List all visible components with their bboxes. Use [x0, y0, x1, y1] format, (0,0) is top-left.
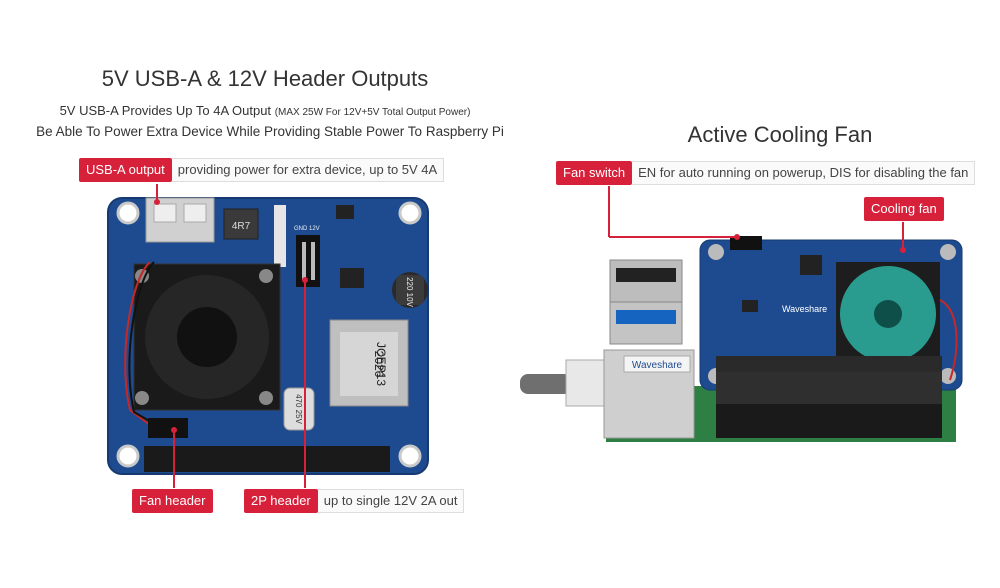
leader-lines	[154, 184, 906, 488]
inductor-label: 4R7	[232, 221, 251, 232]
callout-fan-header: Fan header	[132, 489, 213, 513]
callout-cooling-fan: Cooling fan	[864, 197, 944, 221]
callout-usb-a: USB-A output providing power for extra d…	[79, 158, 445, 182]
right-heading: Active Cooling Fan	[687, 122, 873, 147]
big-cap-label: 470 25V	[294, 394, 303, 424]
usb-a-tag: USB-A output	[79, 158, 172, 182]
callout-2p-header: 2P header up to single 12V 2A out	[244, 489, 465, 513]
left-heading: 5V USB-A & 12V Header Outputs	[101, 66, 429, 91]
left-subtitle-line2: Be Able To Power Extra Device While Prov…	[36, 124, 504, 139]
small-cap-label: 220 10V	[405, 277, 414, 307]
left-subtitle-small: (MAX 25W For 12V+5V Total Output Power)	[274, 107, 471, 118]
left-subtitle: 5V USB-A Provides Up To 4A Output (MAX 2…	[0, 103, 530, 118]
2p-header-desc: up to single 12V 2A out	[317, 489, 465, 513]
cooling-fan-tag: Cooling fan	[864, 197, 944, 221]
fan-header-tag: Fan header	[132, 489, 213, 513]
transformer-code: 2026	[372, 351, 386, 378]
fan-switch-desc: EN for auto running on powerup, DIS for …	[632, 161, 976, 185]
right-pi-assembly: Waveshare Waveshare	[520, 236, 963, 442]
transformer-model: JCEP13	[374, 342, 388, 386]
gnd-12v-label: GND 12V	[294, 226, 320, 232]
left-pcb-board: 4R7 GND 12V 220 10V 2026 JCEP13 470 25V	[107, 197, 429, 475]
usb-a-desc: providing power for extra device, up to …	[171, 158, 445, 182]
rj45-brand-label: Waveshare	[632, 360, 683, 371]
2p-header-tag: 2P header	[244, 489, 318, 513]
left-subtitle-main: 5V USB-A Provides Up To 4A Output	[59, 103, 272, 118]
callout-fan-switch: Fan switch EN for auto running on poweru…	[556, 161, 976, 185]
brand-label: Waveshare	[782, 304, 827, 314]
fan-switch-tag: Fan switch	[556, 161, 633, 185]
